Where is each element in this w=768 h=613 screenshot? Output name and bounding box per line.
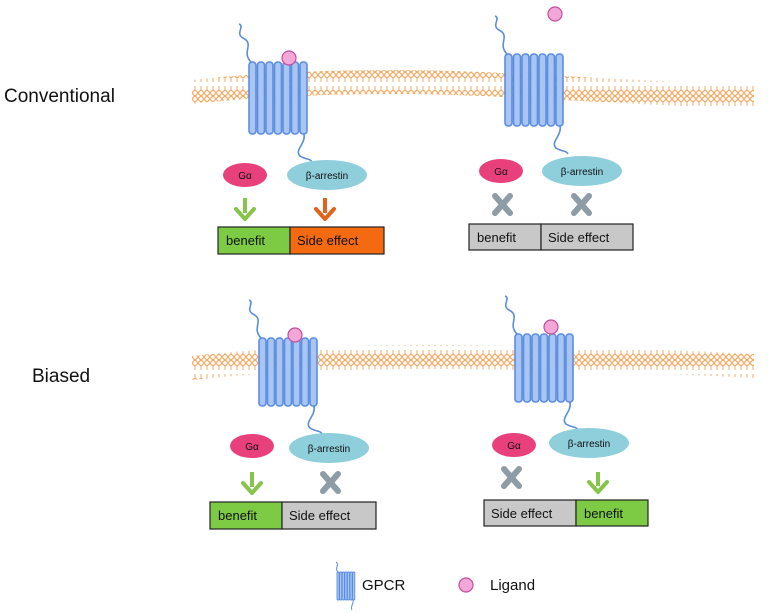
benefit-box — [217, 226, 291, 255]
beta-arrestin-label: β-arrestin — [568, 439, 610, 450]
membrane-top — [192, 70, 754, 110]
benefit-box — [468, 223, 542, 251]
c-terminus-tail — [553, 125, 569, 155]
arrow-down-green — [234, 198, 256, 221]
g-alpha-label: Gα — [238, 171, 252, 182]
gpcr-icon — [335, 561, 356, 611]
g-alpha-label: Gα — [494, 167, 508, 178]
legend: GPCR Ligand — [335, 561, 535, 611]
n-terminus-tail — [248, 299, 262, 339]
arrow-down-green — [587, 472, 609, 494]
row-label-conventional: Conventional — [4, 86, 115, 107]
membrane-bottom — [192, 345, 754, 380]
panel-biased-right: Gα β-arrestin Side effect benefit — [483, 428, 649, 527]
side-effect-box-label: Side effect — [297, 233, 359, 248]
legend-gpcr-label: GPCR — [362, 577, 406, 594]
row-label-biased: Biased — [32, 366, 90, 387]
gpcr-receptor — [494, 15, 569, 155]
side-effect-box-label: Side effect — [289, 508, 351, 523]
side-effect-box — [289, 226, 385, 255]
side-effect-box-label: Side effect — [548, 230, 610, 245]
gpcr-receptor — [504, 295, 579, 431]
beta-arrestin-label: β-arrestin — [308, 444, 350, 455]
ligand — [547, 6, 563, 22]
side-effect-box-label: Side effect — [491, 506, 553, 521]
arrow-down-green — [241, 472, 263, 495]
blocked-cross — [492, 193, 513, 216]
n-terminus-tail — [238, 23, 252, 63]
n-terminus-tail — [494, 15, 508, 55]
c-terminus-tail — [307, 405, 323, 435]
benefit-box-label: benefit — [226, 233, 265, 248]
side-effect-box — [540, 223, 634, 251]
benefit-box-label: benefit — [584, 506, 623, 521]
beta-arrestin-protein — [289, 433, 369, 463]
gpcr-receptor — [248, 299, 323, 435]
panel-conventional-left: Gα β-arrestin benefit Side effect — [217, 160, 385, 255]
beta-arrestin-label: β-arrestin — [561, 167, 603, 178]
beta-arrestin-label: β-arrestin — [306, 171, 348, 182]
panel-conventional-right: Gα β-arrestin benefit Side effect — [468, 156, 634, 251]
blocked-cross — [320, 471, 341, 494]
beta-arrestin-protein — [542, 156, 622, 186]
g-alpha-label: Gα — [507, 441, 521, 452]
c-terminus-tail — [563, 401, 579, 431]
c-terminus-tail — [297, 133, 313, 163]
g-alpha-label: Gα — [245, 442, 259, 453]
n-terminus-tail — [504, 295, 518, 335]
g-alpha-protein — [492, 433, 536, 457]
ligand — [287, 327, 303, 343]
ligand — [543, 319, 559, 335]
benefit-box-label: benefit — [218, 508, 257, 523]
ligand-icon — [458, 577, 474, 593]
g-alpha-protein — [230, 434, 274, 458]
benefit-box-label: benefit — [477, 230, 516, 245]
ligand — [281, 50, 297, 66]
legend-ligand-label: Ligand — [490, 577, 535, 594]
arrow-down-orange — [314, 198, 336, 221]
blocked-cross — [501, 466, 522, 489]
benefit-box — [209, 501, 283, 530]
beta-arrestin-protein — [549, 428, 629, 458]
gpcr-receptor — [238, 23, 313, 163]
panel-biased-left: Gα β-arrestin benefit Side effect — [209, 433, 377, 530]
benefit-box — [575, 499, 649, 527]
beta-arrestin-protein — [287, 160, 367, 190]
blocked-cross — [571, 193, 592, 216]
g-alpha-protein — [479, 159, 523, 183]
side-effect-box — [281, 501, 377, 530]
g-alpha-protein — [223, 163, 267, 187]
